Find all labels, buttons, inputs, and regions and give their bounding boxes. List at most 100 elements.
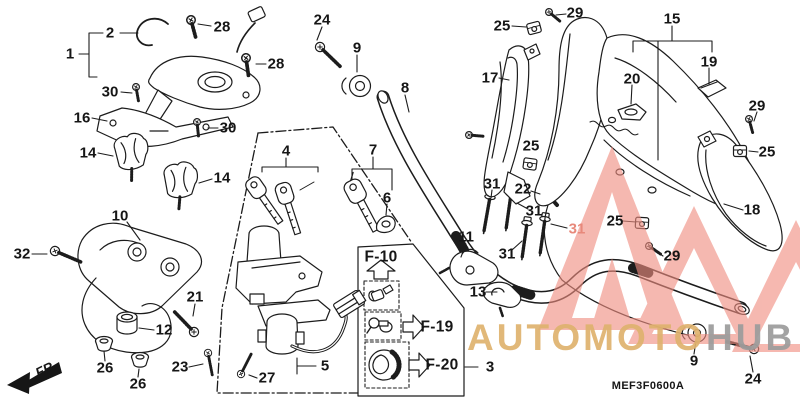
screw-24-left xyxy=(311,38,346,72)
callout-31a: 31 xyxy=(483,175,501,193)
callout-9a: 9 xyxy=(352,39,362,57)
chain-line-box xyxy=(216,126,413,394)
harness-wire xyxy=(236,22,256,53)
screw-29a xyxy=(542,5,564,26)
callout-25b: 25 xyxy=(522,137,540,155)
screw-28a xyxy=(183,12,202,40)
harness-connector xyxy=(247,6,266,23)
diagram-code: MEF3F0600A xyxy=(611,380,685,392)
callout-29b: 29 xyxy=(748,97,766,115)
f-reference-box xyxy=(357,243,465,397)
part-clamp-14a xyxy=(113,132,149,184)
cable-loop xyxy=(81,277,172,354)
watermark-text-primary: AUTOMOTO xyxy=(467,317,705,358)
ref-code-f20: F-20 xyxy=(425,356,459,374)
part-base-switch-5 xyxy=(257,289,367,355)
callout-26b: 26 xyxy=(129,375,147,393)
callout-6: 6 xyxy=(382,189,392,207)
part-clamp-14b xyxy=(163,161,199,212)
part-mount-9-left xyxy=(341,74,372,98)
grommet-26a xyxy=(94,335,114,352)
knurl-band xyxy=(451,231,469,255)
f10-part xyxy=(368,284,394,302)
callout-28a: 28 xyxy=(213,18,231,36)
callout-32: 32 xyxy=(13,245,31,263)
part-holder-11 xyxy=(438,248,499,286)
callout-13: 13 xyxy=(469,283,487,301)
callout-1: 1 xyxy=(65,45,75,63)
callout-25d: 25 xyxy=(606,212,624,230)
f20-arrow-icon xyxy=(408,352,431,378)
watermark-text-secondary: HUB xyxy=(706,317,795,358)
callout-8: 8 xyxy=(400,79,410,97)
leader-lines xyxy=(31,13,759,379)
callout-28b: 28 xyxy=(267,55,285,73)
screw-27 xyxy=(234,350,256,381)
wire-connector xyxy=(333,289,367,319)
callout-14b: 14 xyxy=(213,169,231,187)
callout-24b: 24 xyxy=(744,370,762,388)
bolt-31c xyxy=(515,214,535,263)
callout-18: 18 xyxy=(743,201,761,219)
ref-code-f19: F-19 xyxy=(420,318,454,336)
f19-arrow-icon xyxy=(402,314,425,340)
grommet-26b xyxy=(130,351,150,368)
part-pad-19 xyxy=(697,79,727,98)
f20-part xyxy=(368,349,402,381)
callout-7: 7 xyxy=(368,141,378,159)
callout-27: 27 xyxy=(258,369,276,387)
part-ignition-switch-4 xyxy=(235,176,323,305)
callout-2: 2 xyxy=(105,24,115,42)
callout-24a: 24 xyxy=(313,11,331,29)
callout-19: 19 xyxy=(700,53,718,71)
callout-22: 22 xyxy=(514,180,532,198)
bolt-21 xyxy=(169,306,203,341)
part-key-7 xyxy=(343,171,380,233)
part-top-holder-1 xyxy=(136,6,266,128)
callout-20: 20 xyxy=(623,70,641,88)
part-collar-12 xyxy=(116,311,138,335)
callout-30b: 30 xyxy=(219,119,237,137)
callout-14a: 14 xyxy=(79,144,97,162)
clip-25a xyxy=(525,20,543,36)
callout-17: 17 xyxy=(481,69,499,87)
part-garnish-17 xyxy=(483,43,541,205)
callout-9b: 9 xyxy=(689,352,699,370)
clip-25d xyxy=(732,144,748,158)
part-clamp-13 xyxy=(482,281,522,319)
watermark-triangles xyxy=(538,146,800,352)
screw-29c xyxy=(743,113,758,135)
callout-16: 16 xyxy=(73,109,91,127)
callout-15: 15 xyxy=(663,10,681,28)
callout-21: 21 xyxy=(186,288,204,306)
callout-11: 11 xyxy=(458,228,474,246)
callout-31d: 31 xyxy=(568,220,586,238)
callout-10: 10 xyxy=(111,207,129,225)
callout-25a: 25 xyxy=(493,17,511,35)
cover-cable xyxy=(589,120,639,136)
part-clip-2 xyxy=(136,17,169,47)
part-plate-20 xyxy=(617,103,647,121)
callout-4: 4 xyxy=(281,142,291,160)
f10-arrow-icon xyxy=(366,259,396,280)
screw-29b xyxy=(463,129,485,142)
screw-30a xyxy=(130,81,144,103)
callout-5: 5 xyxy=(320,357,330,375)
f19-part xyxy=(366,317,393,334)
part-holder-10 xyxy=(77,222,203,354)
callout-26a: 26 xyxy=(96,359,114,377)
callout-31c: 31 xyxy=(498,245,516,263)
ref-code-f10: F-10 xyxy=(364,248,398,266)
callout-29a: 29 xyxy=(566,4,584,22)
callout-23: 23 xyxy=(171,358,189,376)
callout-3: 3 xyxy=(485,358,495,376)
callout-25c: 25 xyxy=(758,143,776,161)
part-cap-6 xyxy=(375,215,396,234)
knurl-band xyxy=(510,285,536,300)
clip-25b xyxy=(522,157,538,171)
callout-12: 12 xyxy=(155,321,173,339)
callout-31b: 31 xyxy=(525,202,543,220)
callout-29c: 29 xyxy=(663,247,681,265)
